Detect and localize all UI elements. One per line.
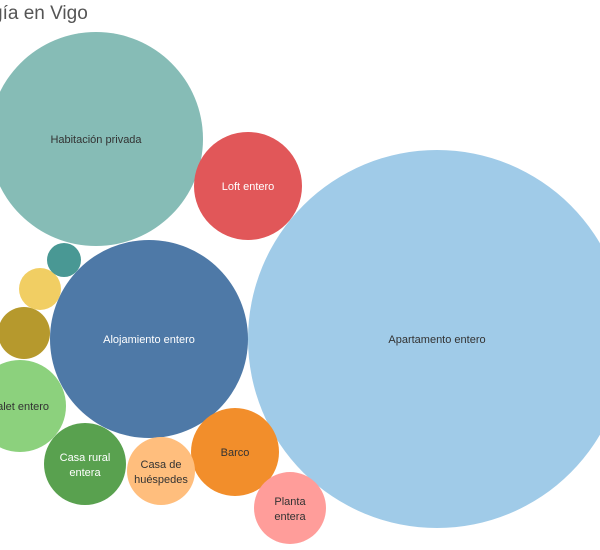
bubble-casa-de-huéspedes[interactable] <box>127 437 195 505</box>
bubble-planta-entera[interactable] <box>254 472 326 544</box>
bubble-label: Habitación privada <box>50 134 142 146</box>
chart-title: gía en Vigo <box>0 3 88 24</box>
bubble-loft-entero[interactable] <box>194 132 302 240</box>
bubble-casa-rural-entera[interactable] <box>44 423 126 505</box>
bubble-habitación-privada[interactable] <box>0 32 203 246</box>
bubble-label: Barco <box>221 447 250 459</box>
bubble-unlabeled-11[interactable] <box>47 243 81 277</box>
bubble-barco[interactable] <box>191 408 279 496</box>
bubble-alojamiento-entero[interactable] <box>50 240 248 438</box>
bubble-label: halet entero <box>0 401 49 413</box>
bubble-unlabeled-10[interactable] <box>19 268 61 310</box>
bubble-apartamento-entero[interactable] <box>248 150 600 528</box>
bubble-label: Apartamento entero <box>388 334 485 346</box>
bubble-unlabeled-9[interactable] <box>0 307 50 359</box>
bubble-halet-entero[interactable] <box>0 360 66 452</box>
bubble-label: Loft entero <box>222 181 275 193</box>
bubble-label: Alojamiento entero <box>103 334 195 346</box>
